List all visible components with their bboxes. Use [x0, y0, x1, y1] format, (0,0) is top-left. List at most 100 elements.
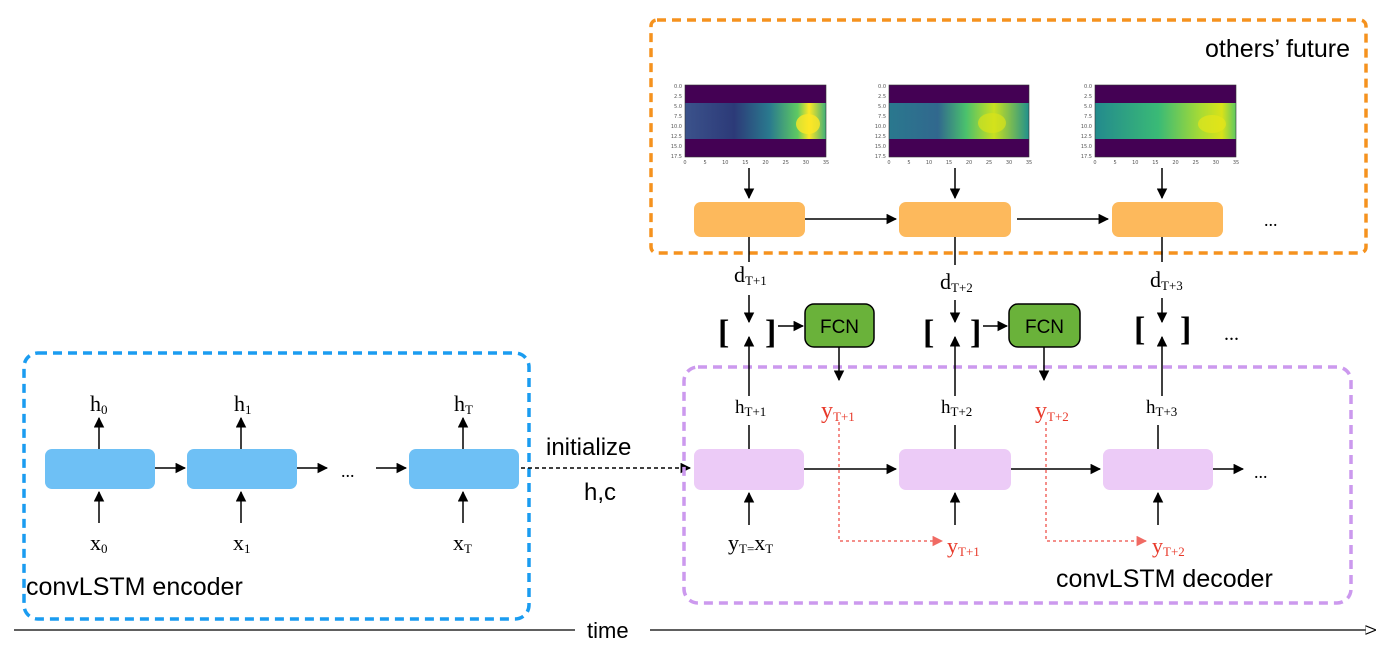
others-feature-label: dT+3: [1150, 267, 1183, 293]
others-cell: [899, 202, 1011, 237]
concat-right-bracket: ]: [1180, 311, 1191, 348]
heatmap-x-tick: 20: [1172, 160, 1178, 166]
heatmap-y-tick: 17.5: [671, 154, 682, 160]
heatmap-y-tick: 7.5: [674, 114, 682, 120]
decoder-hidden-label: hT+3: [1146, 397, 1177, 419]
heatmap-y-tick: 5.0: [878, 104, 886, 110]
others-future-region: [649, 18, 1368, 255]
heatmap-y-tick: 0.0: [878, 84, 886, 90]
initialize-state-label: h,c: [584, 479, 616, 506]
heatmap-y-tick: 0.0: [674, 84, 682, 90]
encoder-label: convLSTM encoder: [26, 573, 243, 601]
encoder-input-label: x1: [233, 530, 251, 556]
heatmap-y-tick: 7.5: [878, 114, 886, 120]
encoder-input-label: xT: [453, 530, 472, 556]
heatmap-y-tick: 12.5: [875, 134, 886, 140]
decoder-hidden-label: hT+2: [941, 397, 972, 419]
others-feature-label: dT+2: [940, 269, 973, 295]
fed-back-input-label: yT+2: [1152, 533, 1185, 559]
heatmap-x-tick: 25: [986, 160, 992, 166]
decoder-cell: [694, 449, 804, 490]
heatmap-x-tick: 15: [946, 160, 952, 166]
heatmap-y-tick: 5.0: [674, 104, 682, 110]
fcn-label: FCN: [1025, 317, 1064, 338]
heatmap-x-tick: 5: [704, 160, 707, 166]
heatmap-y-tick: 17.5: [875, 154, 886, 160]
time-axis-label: time: [587, 618, 629, 643]
heatmap-y-tick: 7.5: [1084, 114, 1092, 120]
heatmap-x-tick: 35: [1233, 160, 1239, 166]
concat-left-bracket: [: [1134, 311, 1145, 348]
heatmap-x-tick: 30: [1213, 160, 1219, 166]
heatmap-x-tick: 10: [1132, 160, 1138, 166]
concat-left-bracket: [: [923, 314, 934, 351]
heatmap-y-tick: 10.0: [875, 124, 886, 130]
heatmap-x-tick: 30: [803, 160, 809, 166]
heatmap-x-tick: 5: [1114, 160, 1117, 166]
concat-ellipsis: ...: [1224, 323, 1239, 345]
others-future-label: others’ future: [1205, 35, 1350, 63]
heatmap-image: [1094, 84, 1237, 158]
heatmap-x-tick: 30: [1006, 160, 1012, 166]
encoder-hidden-label: hT: [454, 391, 473, 417]
heatmap-y-tick: 12.5: [1081, 134, 1092, 140]
concat-right-bracket: ]: [765, 314, 776, 351]
heatmap-x-tick: 10: [722, 160, 728, 166]
heatmap-x-tick: 20: [762, 160, 768, 166]
decoder-ellipsis: ...: [1254, 462, 1268, 482]
heatmap-x-tick: 35: [1026, 160, 1032, 166]
heatmap-y-tick: 10.0: [1081, 124, 1092, 130]
others-cell: [694, 202, 805, 237]
encoder-ellipsis: ...: [341, 461, 355, 481]
encoder-cell: [187, 449, 297, 489]
heatmap-y-tick: 2.5: [1084, 94, 1092, 100]
heatmap-x-tick: 35: [823, 160, 829, 166]
encoder-region: [22, 351, 531, 621]
heatmap-x-tick: 0: [887, 160, 890, 166]
heatmap-x-tick: 15: [742, 160, 748, 166]
heatmap-y-tick: 15.0: [1081, 144, 1092, 150]
heatmap-image: [684, 84, 827, 158]
decoder-cell: [1103, 449, 1213, 490]
feedback-arrow: [838, 422, 944, 547]
heatmap-y-tick: 2.5: [878, 94, 886, 100]
concat-right-bracket: ]: [970, 314, 981, 351]
decoder-region: [682, 365, 1353, 605]
fcn-label: FCN: [820, 317, 859, 338]
decoder-first-input-label: yT=xT: [728, 530, 773, 556]
heatmap-x-tick: 25: [1193, 160, 1199, 166]
heatmap-x-tick: 20: [966, 160, 972, 166]
others-cell: [1112, 202, 1223, 237]
heatmap-x-tick: 25: [783, 160, 789, 166]
heatmap-x-tick: 0: [683, 160, 686, 166]
heatmap-x-tick: 10: [926, 160, 932, 166]
decoder-hidden-label: hT+1: [735, 397, 766, 419]
encoder-hidden-label: h0: [90, 391, 108, 417]
heatmap-x-tick: 5: [907, 160, 910, 166]
initialize-label: initialize: [546, 434, 631, 461]
fed-back-input-label: yT+1: [947, 533, 980, 559]
heatmap-y-tick: 15.0: [671, 144, 682, 150]
decoder-label: convLSTM decoder: [1056, 565, 1273, 593]
concat-left-bracket: [: [718, 314, 729, 351]
encoder-cell: [409, 449, 519, 489]
prediction-label: yT+1: [821, 398, 855, 424]
heatmap-y-tick: 2.5: [674, 94, 682, 100]
heatmap-y-tick: 15.0: [875, 144, 886, 150]
others-ellipsis: ...: [1264, 210, 1278, 230]
encoder-input-label: x0: [90, 530, 108, 556]
prediction-label: yT+2: [1035, 398, 1069, 424]
encoder-hidden-label: h1: [234, 391, 252, 417]
heatmap-y-tick: 0.0: [1084, 84, 1092, 90]
heatmap-y-tick: 5.0: [1084, 104, 1092, 110]
heatmap-x-tick: 0: [1093, 160, 1096, 166]
others-feature-label: dT+1: [734, 262, 767, 288]
heatmap-image: [888, 84, 1030, 158]
heatmap-y-tick: 12.5: [671, 134, 682, 140]
heatmap-y-tick: 10.0: [671, 124, 682, 130]
encoder-cell: [45, 449, 155, 489]
heatmap-x-tick: 15: [1152, 160, 1158, 166]
heatmap-y-tick: 17.5: [1081, 154, 1092, 160]
decoder-cell: [899, 449, 1011, 490]
